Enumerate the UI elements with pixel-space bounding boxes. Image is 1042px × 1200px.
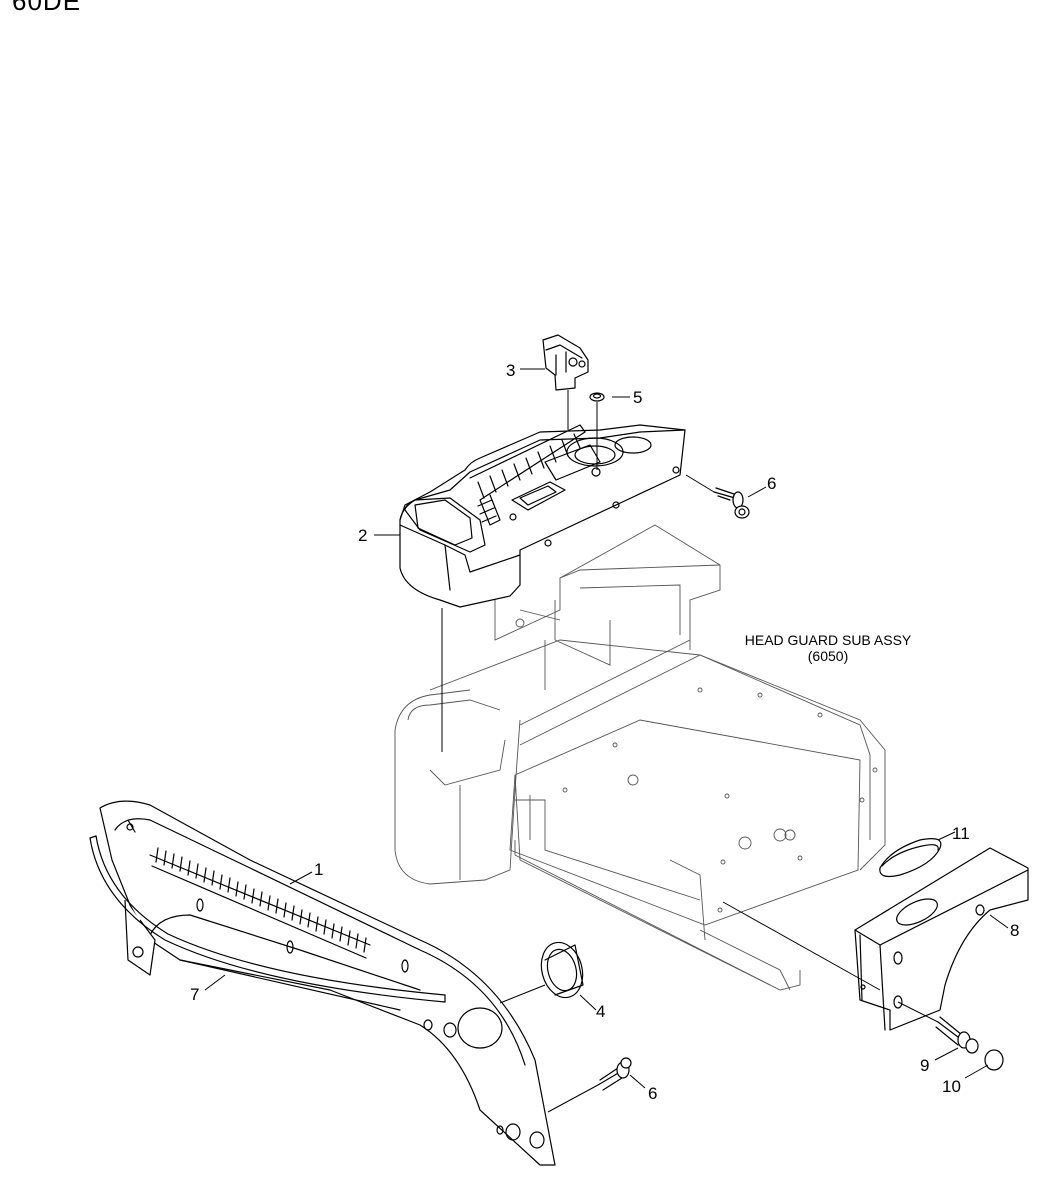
- model-code-label: 60DE: [12, 0, 82, 16]
- grommet-part: [499, 941, 584, 1004]
- leader-line: [722, 901, 881, 991]
- callout-3: 3: [506, 361, 516, 380]
- bolt-part-6-upper: [685, 474, 750, 519]
- bolt-part-9: [897, 1001, 979, 1054]
- annotation-line-1: HEAD GUARD SUB ASSY: [744, 632, 912, 648]
- callout-6-lower: 6: [648, 1084, 658, 1103]
- callout-1: 1: [314, 860, 324, 879]
- callout-6-upper: 6: [767, 474, 777, 493]
- callout-9: 9: [920, 1056, 930, 1075]
- callout-5: 5: [633, 388, 643, 407]
- bolt-part-6-lower: [547, 1057, 632, 1113]
- console-cover-part: [399, 424, 686, 608]
- switch-part: [542, 334, 589, 430]
- head-guard-sub-assy: [394, 524, 886, 991]
- callout-leaders: [204, 368, 1009, 1089]
- seal-strip-part: [89, 835, 446, 1003]
- callout-7: 7: [190, 985, 200, 1004]
- bracket-part: [854, 847, 1029, 1031]
- callout-11: 11: [952, 824, 970, 843]
- callout-10: 10: [942, 1077, 961, 1096]
- head-guard-annotation: HEAD GUARD SUB ASSY (6050): [728, 632, 928, 664]
- rubber-pad-part: [879, 838, 942, 878]
- washer-part-5: [589, 392, 605, 470]
- front-panel-part: [99, 800, 556, 1166]
- annotation-line-2: (6050): [807, 648, 849, 664]
- callout-2: 2: [358, 526, 368, 545]
- cap-part-10: [984, 1049, 1004, 1071]
- callout-8: 8: [1010, 921, 1020, 940]
- callout-4: 4: [596, 1002, 606, 1021]
